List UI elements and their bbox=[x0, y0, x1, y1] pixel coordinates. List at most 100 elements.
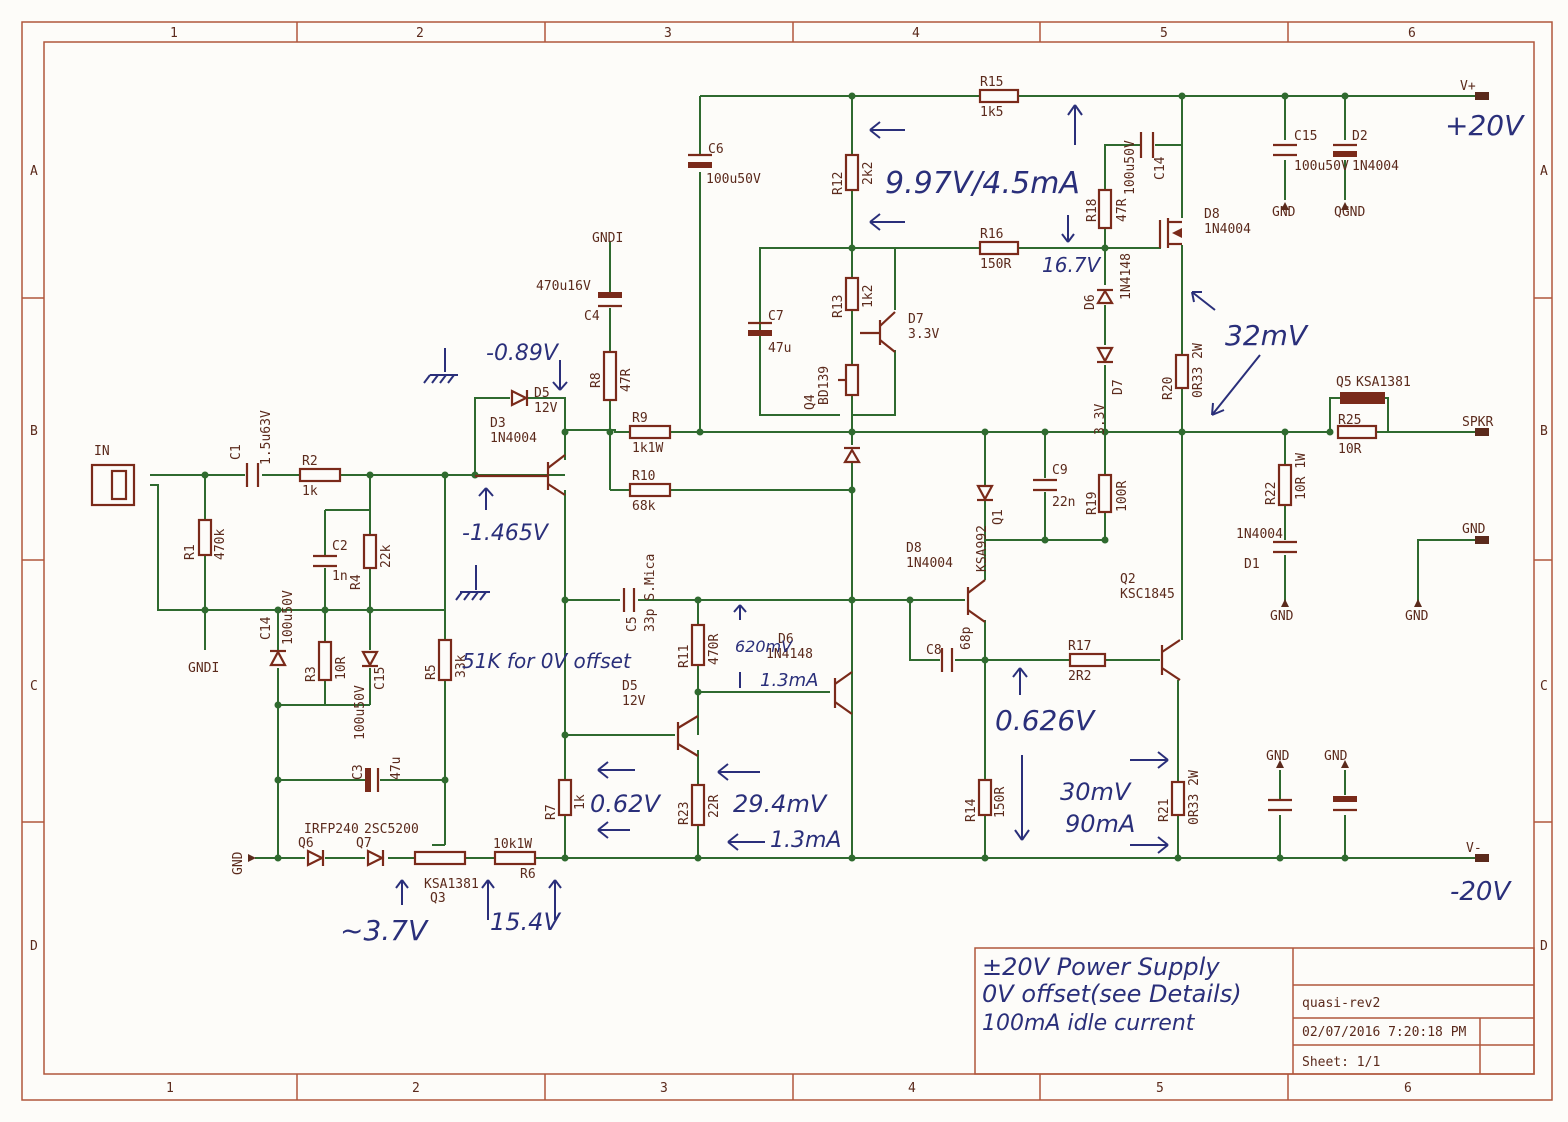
drawing-title: quasi-rev2 bbox=[1302, 996, 1380, 1011]
r13-ref: R13 bbox=[831, 295, 846, 318]
resistor-r19: R19 100R bbox=[1085, 473, 1130, 515]
r8-value: 47R bbox=[619, 368, 634, 392]
capacitor-c3: C3 47u bbox=[351, 757, 404, 792]
q4-ref-label: D7 bbox=[908, 312, 924, 327]
diode-d1: D2 bbox=[269, 649, 287, 667]
vminus-label: V- bbox=[1466, 841, 1482, 856]
net-labels: V+ SPKR GND V- GND QGND GND GND GND GND … bbox=[188, 79, 1493, 875]
mosfet-q6: D8 1N4004 bbox=[1158, 207, 1251, 248]
resistor-r8: R8 47R bbox=[589, 350, 634, 402]
c14-ref: D2 bbox=[1352, 129, 1368, 144]
c4-ref: C4 bbox=[584, 309, 600, 324]
r16-value: 150R bbox=[980, 257, 1011, 272]
r11-value: 470R bbox=[707, 634, 722, 665]
q5-ref-label: D8 bbox=[906, 541, 922, 556]
q6-ref: D8 bbox=[1204, 207, 1220, 222]
col-label-4-bottom: 4 bbox=[908, 1081, 916, 1096]
resistor-r12: R12 2k2 bbox=[831, 153, 876, 195]
title-block: ±20V Power Supply 0V offset(see Details)… bbox=[974, 947, 1535, 1075]
transistor-q5 bbox=[966, 579, 986, 623]
c3-ref: C3 bbox=[351, 764, 366, 780]
r13-value: 1k2 bbox=[861, 285, 876, 308]
r12-value: 2k2 bbox=[861, 162, 876, 185]
d8-value-label: KSA992 bbox=[975, 525, 990, 572]
vr2-value: BD139 bbox=[817, 366, 832, 405]
r21-value: 0R33 2W bbox=[1187, 770, 1202, 825]
r19-value: 100R bbox=[1115, 481, 1130, 512]
col-label-6: 6 bbox=[1408, 26, 1416, 41]
capacitor-c10: C14 100u50V bbox=[1123, 132, 1168, 195]
c11-ref: C15 bbox=[1294, 129, 1317, 144]
note-q7: 0.626V bbox=[995, 704, 1096, 737]
col-label-6-bottom: 6 bbox=[1404, 1081, 1412, 1096]
resistor-r16: R16 150R bbox=[978, 227, 1020, 272]
r23-ref: R23 bbox=[677, 802, 692, 825]
inductor-l1: Q5 KSA1381 bbox=[1336, 375, 1411, 404]
resistor-r18: R18 47R bbox=[1085, 188, 1130, 230]
col-label-1: 1 bbox=[170, 26, 178, 41]
col-label-1-bottom: 1 bbox=[166, 1081, 174, 1096]
led2-value: 2SC5200 bbox=[364, 822, 419, 837]
drawing-frame: 1 2 3 4 5 6 1 2 3 4 5 6 A B C D A B C D bbox=[21, 21, 1553, 1101]
q2-ref-label: D5 bbox=[622, 679, 638, 694]
r9-value: 1k1W bbox=[632, 441, 663, 456]
led1-value: IRFP240 bbox=[304, 822, 359, 837]
c9-ref: C9 bbox=[1052, 463, 1068, 478]
d2-ref-label: C15 bbox=[373, 667, 388, 690]
row-label-b: B bbox=[30, 424, 38, 439]
d8-ref-label: Q1 bbox=[991, 509, 1006, 525]
c4-value: 470u16V bbox=[536, 279, 591, 294]
col-label-5: 5 bbox=[1160, 26, 1168, 41]
capacitor-c8: C8 68p bbox=[926, 626, 974, 672]
resistor-r9: R9 1k1W bbox=[628, 411, 672, 456]
r15-value: 1k5 bbox=[980, 105, 1003, 120]
gnd-c15: GND bbox=[1324, 749, 1348, 764]
r2-ref: R2 bbox=[302, 454, 318, 469]
r7-value: 1k bbox=[573, 794, 588, 810]
resistor-r17: R17 2R2 bbox=[1068, 639, 1107, 684]
r4-ref: R4 bbox=[349, 574, 364, 590]
c12-ref: D1 bbox=[1244, 557, 1260, 572]
r6-ref: R6 bbox=[520, 867, 536, 882]
resistor-r3: R3 10R bbox=[304, 640, 349, 682]
r1-ref: R1 bbox=[183, 544, 198, 560]
d6-value: 3.3V bbox=[1093, 404, 1108, 435]
q1-value-label: 1N4004 bbox=[490, 431, 537, 446]
row-label-d-right: D bbox=[1540, 939, 1548, 954]
resistor-r10: R10 68k bbox=[628, 469, 672, 514]
note-vr1: ~3.7V bbox=[340, 914, 429, 947]
r18-value: 47R bbox=[1115, 198, 1130, 222]
r10-value: 68k bbox=[632, 499, 656, 514]
r20-value: 0R33 2W bbox=[1191, 343, 1206, 398]
resistor-r11: R11 470R bbox=[677, 623, 722, 668]
led-led2: 2SC5200 Q7 bbox=[356, 822, 419, 867]
input-label: IN bbox=[94, 444, 110, 459]
input-connector: IN bbox=[90, 444, 136, 507]
q6-value: 1N4004 bbox=[1204, 222, 1251, 237]
gnd-left: GND bbox=[231, 851, 246, 875]
transistor-q1: D8 bbox=[475, 454, 566, 496]
note-d3: -0.89V bbox=[486, 341, 560, 366]
col-label-5-bottom: 5 bbox=[1156, 1081, 1164, 1096]
resistor-r13: R13 1k2 bbox=[831, 276, 876, 318]
col-label-2: 2 bbox=[416, 26, 424, 41]
diode-d2 bbox=[361, 650, 379, 668]
led1-ref: Q6 bbox=[298, 836, 314, 851]
r17-ref: R17 bbox=[1068, 639, 1091, 654]
handwritten-notes: +20V -20V 9.97V/4.5mA 16.7V 32mV -0.89V … bbox=[340, 104, 1525, 947]
r18-ref: R18 bbox=[1085, 199, 1100, 222]
drawing-date: 02/07/2016 7:20:18 PM bbox=[1302, 1025, 1467, 1040]
row-label-a: A bbox=[30, 164, 38, 179]
d1-value-label: 100u50V bbox=[281, 590, 296, 645]
capacitor-c6: C6 100u50V bbox=[688, 142, 761, 187]
note-vminus: -20V bbox=[1450, 877, 1512, 907]
vr1-value: KSA1381 bbox=[424, 877, 479, 892]
c7-value: 47u bbox=[768, 341, 791, 356]
c12-value: 1N4004 bbox=[1236, 527, 1283, 542]
resistor-r23: R23 22R bbox=[677, 783, 722, 827]
capacitor-c7: C7 47u bbox=[748, 309, 791, 356]
resistor-r6: 10k1W R6 bbox=[493, 837, 537, 882]
q2-value-label: 12V bbox=[622, 694, 646, 709]
led-led1: IRFP240 Q6 bbox=[298, 822, 359, 867]
q3-ref-label: D6 bbox=[778, 632, 794, 647]
